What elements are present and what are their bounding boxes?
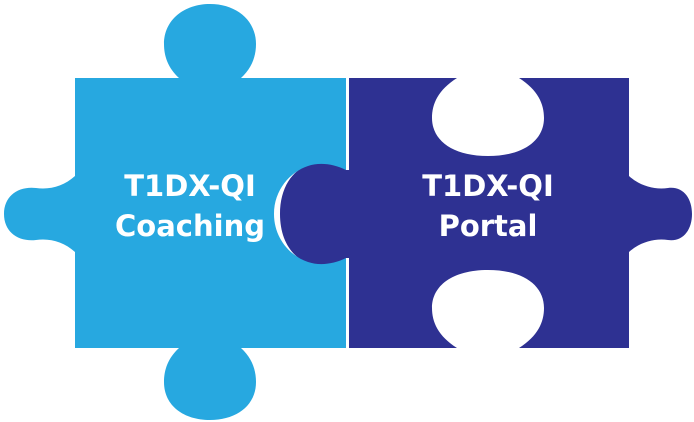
portal-label-line1: T1DX-QI [422,169,554,203]
coaching-label-line1: T1DX-QI [124,169,256,203]
coaching-label-line2: Coaching [115,209,265,243]
portal-label-line2: Portal [439,209,538,243]
portal-puzzle-piece [280,78,692,348]
coaching-puzzle-piece [4,4,346,420]
